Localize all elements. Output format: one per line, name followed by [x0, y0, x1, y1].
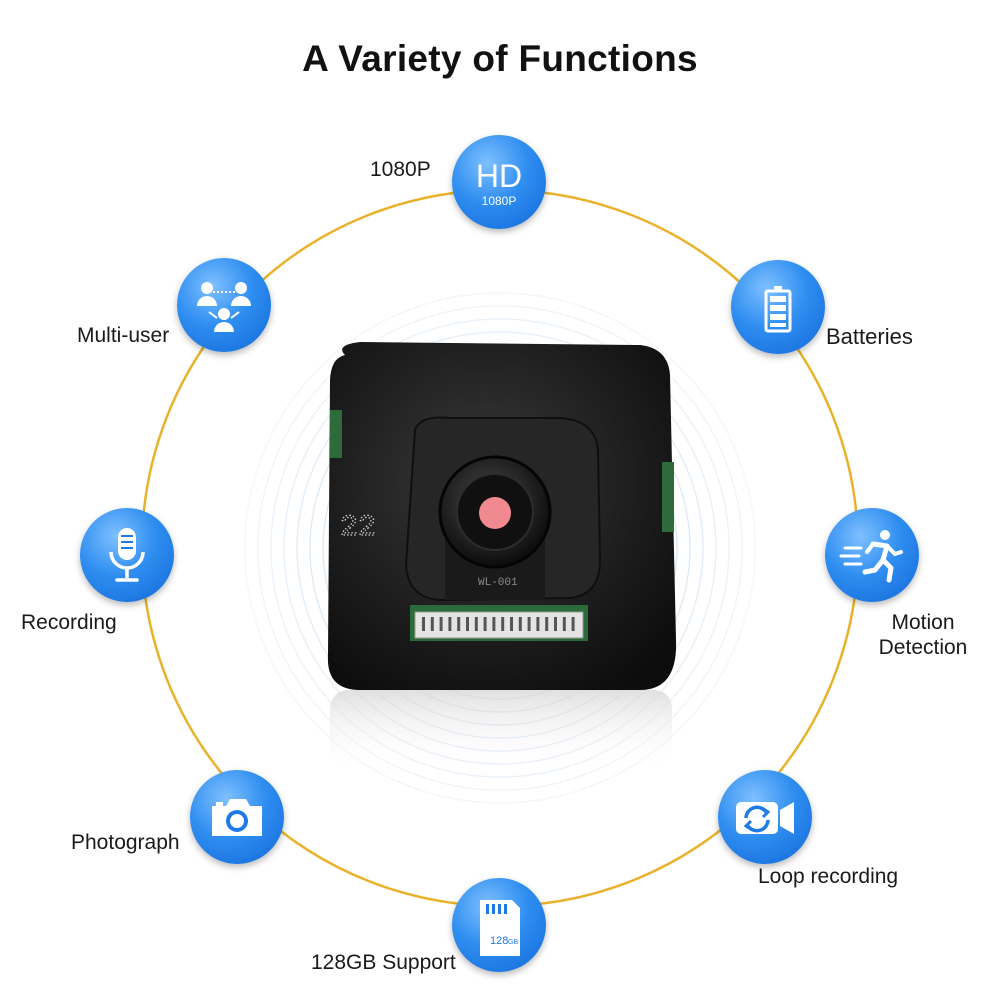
connector-pin — [562, 617, 566, 631]
hd-icon: HD 1080P — [452, 135, 546, 229]
battery-icon — [731, 260, 825, 354]
device-engraving: WL-001 — [478, 577, 518, 589]
device-side-marking: 22 — [340, 511, 376, 545]
label-motion: Motion — [891, 611, 955, 634]
connector-pin — [483, 617, 487, 631]
connector-pin — [448, 617, 452, 631]
running-person-icon — [825, 508, 919, 602]
sd-card-icon: 128 GB — [452, 878, 546, 972]
hd-icon-sub-text: 1080P — [482, 194, 517, 208]
microphone-icon — [80, 508, 174, 602]
connector-pin — [510, 617, 513, 631]
connector-pin — [457, 617, 461, 631]
connector-pin — [439, 617, 443, 631]
connector-pins — [422, 617, 575, 631]
camera-icon — [190, 770, 284, 864]
connector-pin — [571, 617, 575, 631]
label-detection: Detection — [878, 636, 968, 659]
pcb-edge-right — [662, 462, 674, 532]
wave-ring — [270, 318, 730, 778]
connector-pin — [422, 617, 425, 631]
connector-pin — [430, 617, 434, 631]
label-photograph: Photograph — [71, 831, 180, 854]
wave-ring — [244, 292, 756, 804]
hd-icon-main-text: HD — [476, 158, 522, 194]
multi-user-icon — [177, 258, 271, 352]
lens-sensor-dot — [479, 497, 511, 529]
label-1080p: 1080P — [370, 158, 431, 181]
page-title: A Variety of Functions — [302, 38, 698, 79]
sd-card-unit: GB — [508, 939, 518, 946]
device-reflection — [330, 690, 672, 770]
connector-pin — [554, 617, 557, 631]
connector-pin — [518, 617, 522, 631]
label-batteries: Batteries — [826, 324, 913, 349]
connector-pin — [474, 617, 478, 631]
connector-pin — [527, 617, 531, 631]
label-128gb-support: 128GB Support — [311, 951, 456, 974]
loop-video-icon — [718, 770, 812, 864]
connector-pin — [501, 617, 505, 631]
sd-card-capacity: 128 — [490, 935, 508, 947]
wave-ring — [257, 305, 743, 791]
connector-pin — [536, 617, 540, 631]
pcb-edge-left — [330, 410, 342, 458]
connector-pin — [545, 617, 549, 631]
label-recording: Recording — [21, 611, 117, 634]
connector-pin — [492, 617, 496, 631]
camera-module: WL-001 22 — [327, 342, 677, 690]
label-multi-user: Multi-user — [77, 324, 170, 347]
label-loop-recording: Loop recording — [758, 865, 899, 888]
connector-pin — [466, 617, 469, 631]
